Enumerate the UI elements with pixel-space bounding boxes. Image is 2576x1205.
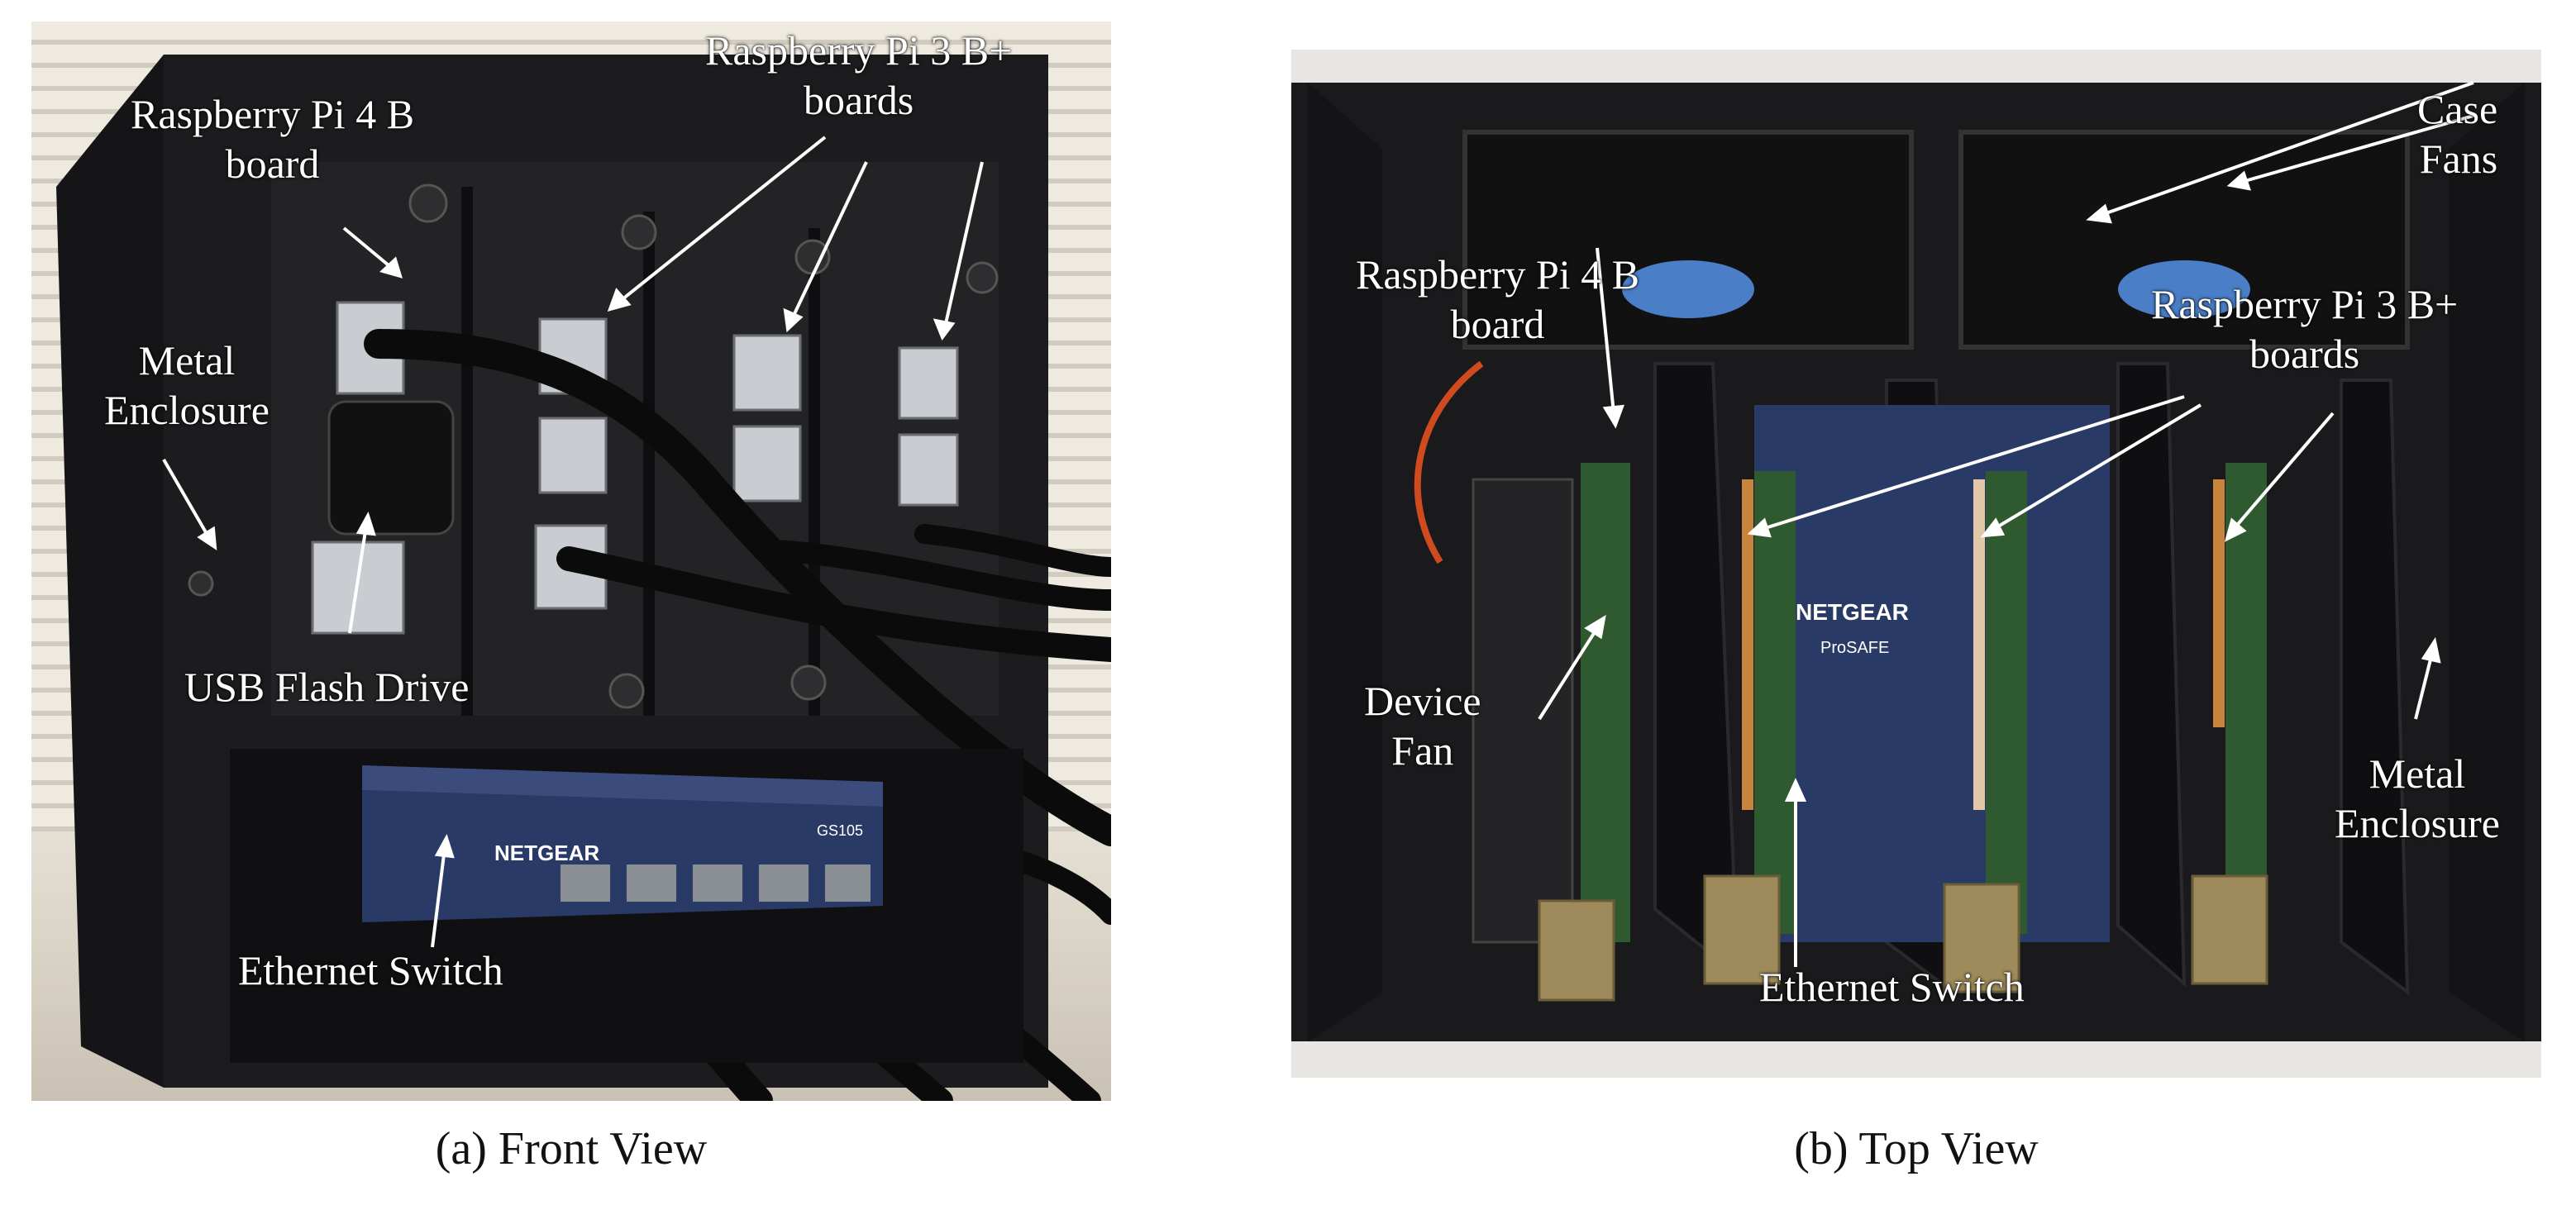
top-view-illustration: NETGEAR ProSAFE [1291,50,2541,1078]
screw [790,664,827,701]
arrow-pi3-2 [790,161,868,320]
usb-port [538,417,608,494]
arrow-device-fan [1538,626,1599,721]
usb-port [898,433,959,507]
arrow-pi3-3 [943,161,984,328]
fan-wire [1414,360,1484,564]
arrow-usb [348,525,368,634]
label-metal-enclosure: Metal Enclosure [2335,750,2500,846]
usb-port [732,425,802,502]
label-pi4-board: Raspberry Pi 4 B board [131,91,415,187]
ethernet-jack [1943,883,2020,993]
label-pi4-board: Raspberry Pi 4 B board [1356,251,1640,347]
ethernet-jack [2191,874,2268,985]
top-view-photo: NETGEAR ProSAFE [1291,50,2541,1078]
enclosure-side [56,55,164,1088]
label-ethernet-switch: Ethernet Switch [1759,964,2025,1010]
front-view-illustration: NETGEAR GS105 [31,21,1111,1101]
switch-port [825,864,871,902]
ethernet-switch-body [362,790,883,922]
arrow-enclosure [162,458,211,540]
ethernet-jack [1538,899,1615,1002]
switch-port [561,864,610,902]
slot-plate [2340,379,2410,996]
label-pi3-boards: Raspberry Pi 3 B+ boards [705,27,1013,123]
cable [765,540,1111,611]
arrow-pi3-2 [1992,403,2202,531]
cable [914,524,1111,577]
arrow-pi3-1 [617,136,827,304]
label-device-fan: Device Fan [1364,678,1481,774]
case-fan-right [1958,130,2410,350]
label-metal-enclosure: Metal Enclosure [104,337,270,433]
label-pi3-boards: Raspberry Pi 3 B+ boards [2151,281,2459,377]
arrow-pi3-3 [2232,412,2335,531]
usb-port [898,346,959,420]
ethernet-jack [1703,874,1781,985]
arrow-enclosure [2414,652,2434,720]
device-fan [1472,478,1574,944]
screw [188,570,214,597]
arrow-fan-right [2241,114,2474,183]
ethernet-switch-body [1754,405,2110,942]
arrow-pi3-1 [1762,395,2185,531]
pi4-board [1581,463,1630,942]
usb-flash-drive [327,400,455,536]
enclosure-wall-left [1308,83,1382,1041]
label-ethernet-switch: Ethernet Switch [238,947,503,993]
switch-port [693,864,742,902]
switch-port [627,864,676,902]
switch-port [759,864,809,902]
enclosure-wall-right [2449,83,2525,1041]
screw [608,673,645,709]
screw [794,239,831,275]
switch-brand-text: NETGEAR [494,841,599,865]
arrow-pi4 [342,226,395,271]
arrow-fan-left [2101,81,2474,217]
slot-plate [2116,362,2187,988]
caption-top-view: (b) Top View [1794,1123,2039,1174]
label-usb-flash-drive: USB Flash Drive [184,664,470,710]
switch-model-text: GS105 [817,822,863,839]
screw [408,183,448,223]
pi3-board [1754,471,1796,934]
switch-series-text: ProSAFE [1820,639,1889,657]
screw [966,261,999,294]
screw [621,214,657,250]
pi3-board [2225,463,2267,926]
switch-brand-text: NETGEAR [1796,599,1909,625]
arrow-pi4 [1596,247,1615,414]
label-case-fans: Case Fans [2417,86,2498,182]
cable [556,546,1111,662]
caption-front-view: (a) Front View [435,1123,708,1174]
arrow-switch [431,847,446,948]
front-view-photo: NETGEAR GS105 Raspberry Pi 4 B b [31,21,1111,1101]
pi3-board [1986,471,2027,934]
usb-port [732,334,802,412]
